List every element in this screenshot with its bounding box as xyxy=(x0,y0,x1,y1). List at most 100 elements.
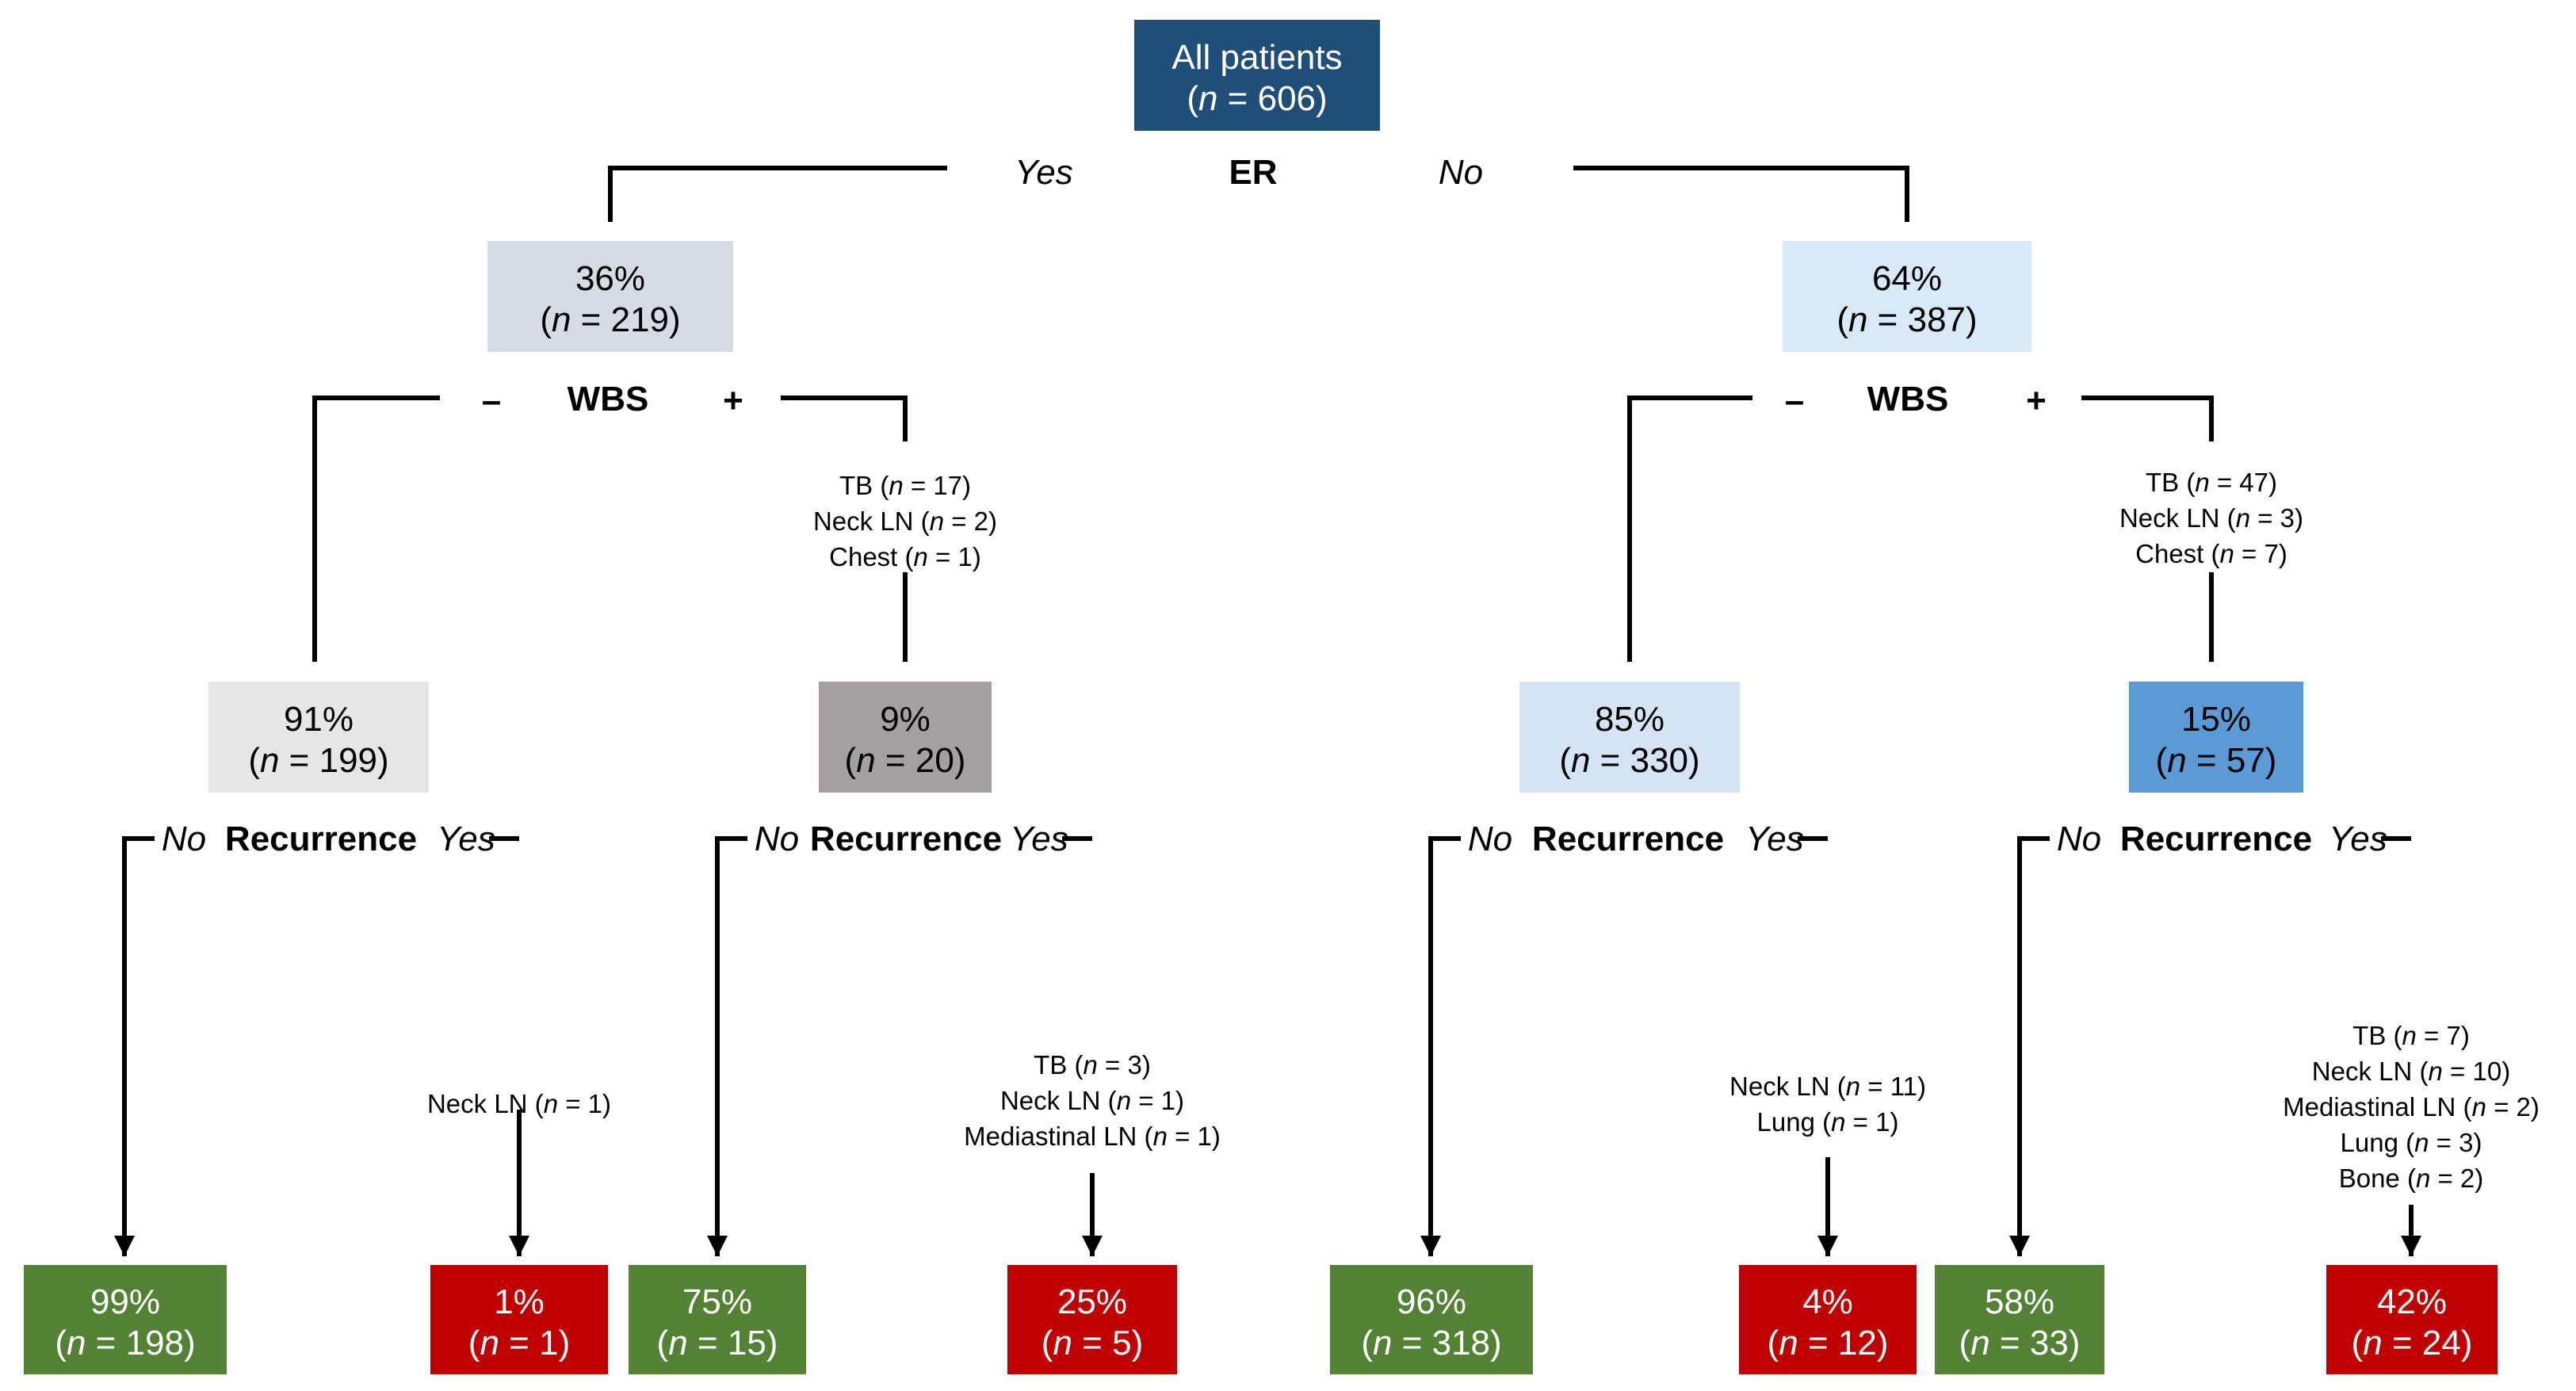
node-box xyxy=(1782,241,2032,352)
node-box xyxy=(487,241,733,352)
site-entry: TB (n = 3) xyxy=(1034,1050,1151,1080)
node-count: (n = 1) xyxy=(468,1324,570,1362)
recurrence-question-label: Recurrence xyxy=(810,820,1002,858)
recurrence-no-label: No xyxy=(2057,820,2101,858)
node-count: (n = 24) xyxy=(2352,1324,2473,1362)
wbs-plus-label: + xyxy=(2026,381,2047,420)
node-box xyxy=(208,682,429,793)
site-entry: Neck LN (n = 11) xyxy=(1729,1072,1926,1101)
node-percent: 58% xyxy=(1985,1282,2054,1321)
node-percent: 91% xyxy=(284,700,354,739)
site-list-leaf6_rec: Neck LN (n = 11) Lung (n = 1) xyxy=(1729,1072,1926,1137)
wbs-minus-label: – xyxy=(1785,381,1804,420)
node-percent: 42% xyxy=(2377,1282,2447,1321)
node-leaf1: 99%(n = 198) xyxy=(24,1265,227,1374)
node-leaf8: 42%(n = 24) xyxy=(2326,1265,2498,1374)
site-list-yes_wbs_pos: TB (n = 17)Neck LN (n = 2)Chest (n = 1) xyxy=(813,471,997,571)
er-question-label: ER xyxy=(1229,153,1277,192)
node-percent: 96% xyxy=(1397,1282,1466,1321)
recurrence-no-label: No xyxy=(1468,820,1512,858)
site-entry: Mediastinal LN (n = 1) xyxy=(964,1122,1221,1151)
node-no_wbs_neg: 85%(n = 330) xyxy=(1519,682,1740,793)
node-count: (n = 219) xyxy=(540,300,680,339)
node-box xyxy=(24,1265,227,1374)
recurrence-no-connector xyxy=(715,836,747,1256)
recurrence-question-label: Recurrence xyxy=(1532,820,1724,858)
node-leaf6: 4%(n = 12) xyxy=(1739,1265,1917,1374)
node-no_wbs_pos: 15%(n = 57) xyxy=(2129,682,2303,793)
recurrence-question-label: Recurrence xyxy=(2120,820,2312,858)
er-no-label: No xyxy=(1439,153,1483,192)
node-percent: 25% xyxy=(1057,1282,1127,1321)
site-list-leaf8_rec: TB (n = 7) Neck LN (n = 10) Mediastinal LN… xyxy=(2283,1021,2540,1193)
er-yes-label: Yes xyxy=(1015,153,1072,192)
site-entry: Neck LN (n = 1) xyxy=(1000,1086,1184,1115)
recurrence-yes-label: Yes xyxy=(1010,820,1068,858)
site-entry: Bone (n = 2) xyxy=(2339,1164,2484,1193)
node-leaf4: 25%(n = 5) xyxy=(1007,1265,1177,1374)
node-count: (n = 330) xyxy=(1559,741,1699,780)
site-entry: Neck LN (n = 3) xyxy=(2119,503,2303,533)
site-entry: Lung (n = 3) xyxy=(2341,1128,2482,1157)
node-root: All patients(n = 606) xyxy=(1134,20,1380,131)
node-box xyxy=(2129,682,2303,793)
arrow-head-icon xyxy=(509,1236,529,1256)
node-er_no: 64%(n = 387) xyxy=(1782,241,2032,352)
branch-labels: Yes ER No – WBS + TB (n = 17)Neck LN (n = 2)Ch… xyxy=(162,153,2540,1193)
connector-lines xyxy=(114,166,2421,1256)
node-count: (n = 15) xyxy=(657,1324,778,1362)
node-count: (n = 198) xyxy=(55,1324,195,1362)
node-leaf3: 75%(n = 15) xyxy=(629,1265,806,1374)
arrow-head-icon xyxy=(707,1236,728,1256)
wbs-neg-connector-right xyxy=(1627,396,1752,662)
wbs-question-label: WBS xyxy=(568,380,649,418)
node-er_yes: 36%(n = 219) xyxy=(487,241,733,352)
node-box xyxy=(1935,1265,2104,1374)
node-box xyxy=(1007,1265,1177,1374)
node-percent: 9% xyxy=(880,700,931,739)
site-list-no_wbs_pos: TB (n = 47)Neck LN (n = 3)Chest (n = 7) xyxy=(2119,468,2303,568)
node-boxes: All patients(n = 606)36%(n = 219)64%(n =… xyxy=(24,20,2498,1374)
arrow-head-icon xyxy=(1817,1236,1838,1256)
node-leaf2: 1%(n = 1) xyxy=(430,1265,608,1374)
site-entry: Neck LN (n = 1) xyxy=(427,1089,611,1118)
node-percent: 75% xyxy=(682,1282,752,1321)
wbs-question-label: WBS xyxy=(1867,380,1949,418)
node-count: (n = 318) xyxy=(1361,1324,1501,1362)
node-box xyxy=(1519,682,1740,793)
node-percent: 4% xyxy=(1802,1282,1853,1321)
arrow-head-icon xyxy=(1420,1236,1441,1256)
recurrence-question-label: Recurrence xyxy=(225,820,417,858)
node-count: (n = 20) xyxy=(845,741,966,780)
site-entry: TB (n = 47) xyxy=(2146,468,2277,497)
node-count: (n = 33) xyxy=(1959,1324,2081,1362)
wbs-minus-label: – xyxy=(482,381,501,420)
site-entry: TB (n = 7) xyxy=(2352,1021,2470,1050)
wbs-pos-connector-right-top xyxy=(2081,396,2214,441)
site-list-leaf4_rec: TB (n = 3) Neck LN (n = 1) Mediastinal LN … xyxy=(964,1050,1221,1151)
node-percent: All patients xyxy=(1171,38,1342,77)
node-count: (n = 57) xyxy=(2156,741,2277,780)
node-box xyxy=(1330,1265,1533,1374)
recurrence-no-label: No xyxy=(755,820,799,858)
recurrence-yes-label: Yes xyxy=(2329,820,2387,858)
wbs-plus-label: + xyxy=(723,381,743,420)
site-entry: Neck LN (n = 10) xyxy=(2312,1057,2510,1086)
site-entry: Mediastinal LN (n = 2) xyxy=(2283,1092,2540,1122)
recurrence-yes-label: Yes xyxy=(437,820,495,858)
node-percent: 15% xyxy=(2181,700,2251,739)
recurrence-no-connector xyxy=(122,836,155,1256)
site-list-leaf2_rec: Neck LN (n = 1) xyxy=(427,1089,611,1118)
node-percent: 64% xyxy=(1872,259,1942,298)
site-entry: Lung (n = 1) xyxy=(1757,1107,1899,1137)
node-percent: 85% xyxy=(1595,700,1664,739)
arrow-head-icon xyxy=(114,1236,135,1256)
node-box xyxy=(1739,1265,1917,1374)
node-leaf7: 58%(n = 33) xyxy=(1935,1265,2104,1374)
site-entry: TB (n = 17) xyxy=(839,471,971,500)
site-entry: Chest (n = 1) xyxy=(829,542,981,571)
node-count: (n = 606) xyxy=(1187,79,1327,118)
er-no-connector xyxy=(1573,166,1909,222)
node-percent: 99% xyxy=(90,1282,160,1321)
arrow-head-icon xyxy=(2009,1236,2030,1256)
